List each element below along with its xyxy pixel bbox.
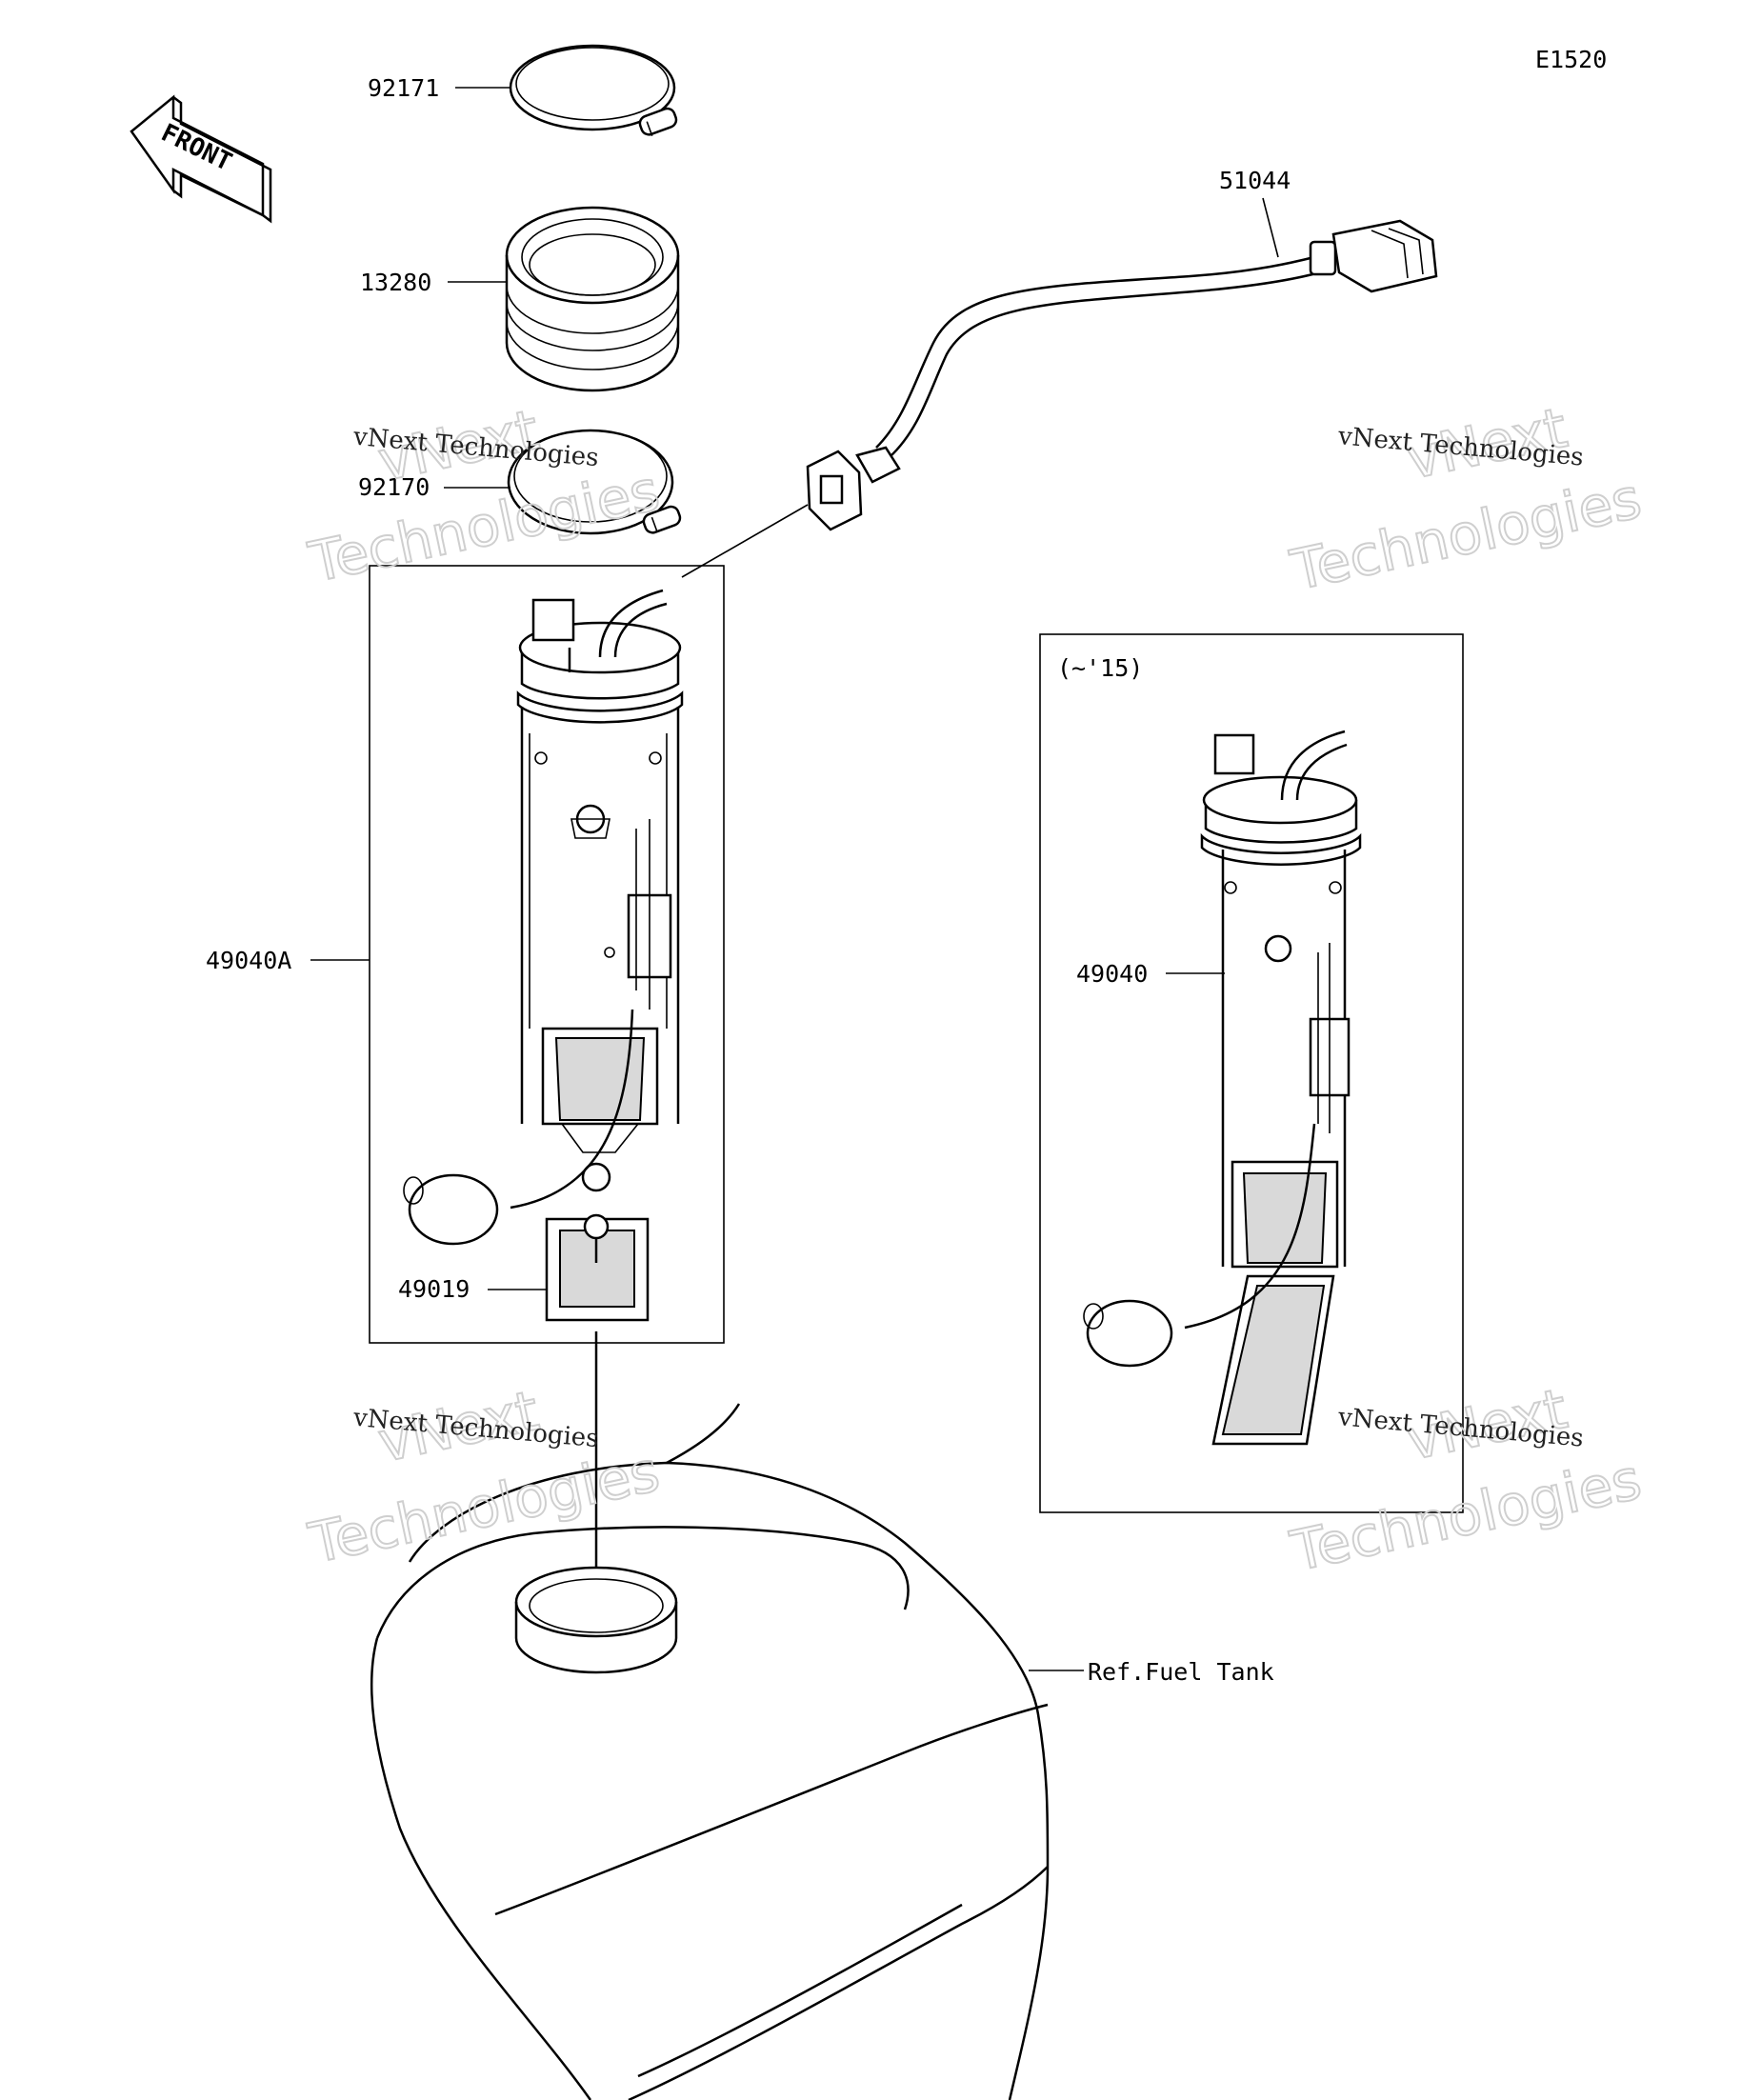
svg-text:Technologies: Technologies <box>1285 1447 1647 1584</box>
variant-label: (~'15) <box>1057 654 1143 682</box>
label-13280: 13280 <box>360 269 431 296</box>
filter-part <box>545 1213 650 1322</box>
label-49019: 49019 <box>398 1275 470 1303</box>
label-51044: 51044 <box>1219 167 1291 194</box>
pump-assembly-a-frame <box>369 565 725 1344</box>
watermark-bottom-left: vNext Technologies vNext Technologies <box>302 1377 666 1577</box>
label-49040A: 49040A <box>206 947 291 974</box>
label-49040: 49040 <box>1076 960 1148 988</box>
diagram-code: E1520 <box>1535 46 1607 73</box>
watermark-bottom-right: vNext Technologies vNext Technologies <box>1284 1375 1648 1585</box>
grommet-part <box>505 206 680 392</box>
label-92171: 92171 <box>368 74 439 102</box>
label-fuel-tank: Ref.Fuel Tank <box>1088 1658 1274 1686</box>
watermark-top-right: vNext Technologies vNext Technologies <box>1284 394 1648 604</box>
pump-assembly-part <box>1083 730 1362 1446</box>
pump-assembly-a-part <box>403 589 684 1246</box>
svg-text:Technologies: Technologies <box>303 1439 665 1576</box>
leader-51044 <box>1262 197 1279 258</box>
label-92170: 92170 <box>358 473 430 501</box>
fuel-hose-part <box>806 219 1438 531</box>
clamp-top-part <box>509 44 678 136</box>
clamp-bottom-part <box>507 429 682 535</box>
front-arrow-icon: FRONT <box>130 94 272 224</box>
svg-text:Technologies: Technologies <box>1285 466 1647 603</box>
fuel-tank-part <box>370 1403 1050 2100</box>
pump-assembly-frame <box>1039 633 1464 1513</box>
